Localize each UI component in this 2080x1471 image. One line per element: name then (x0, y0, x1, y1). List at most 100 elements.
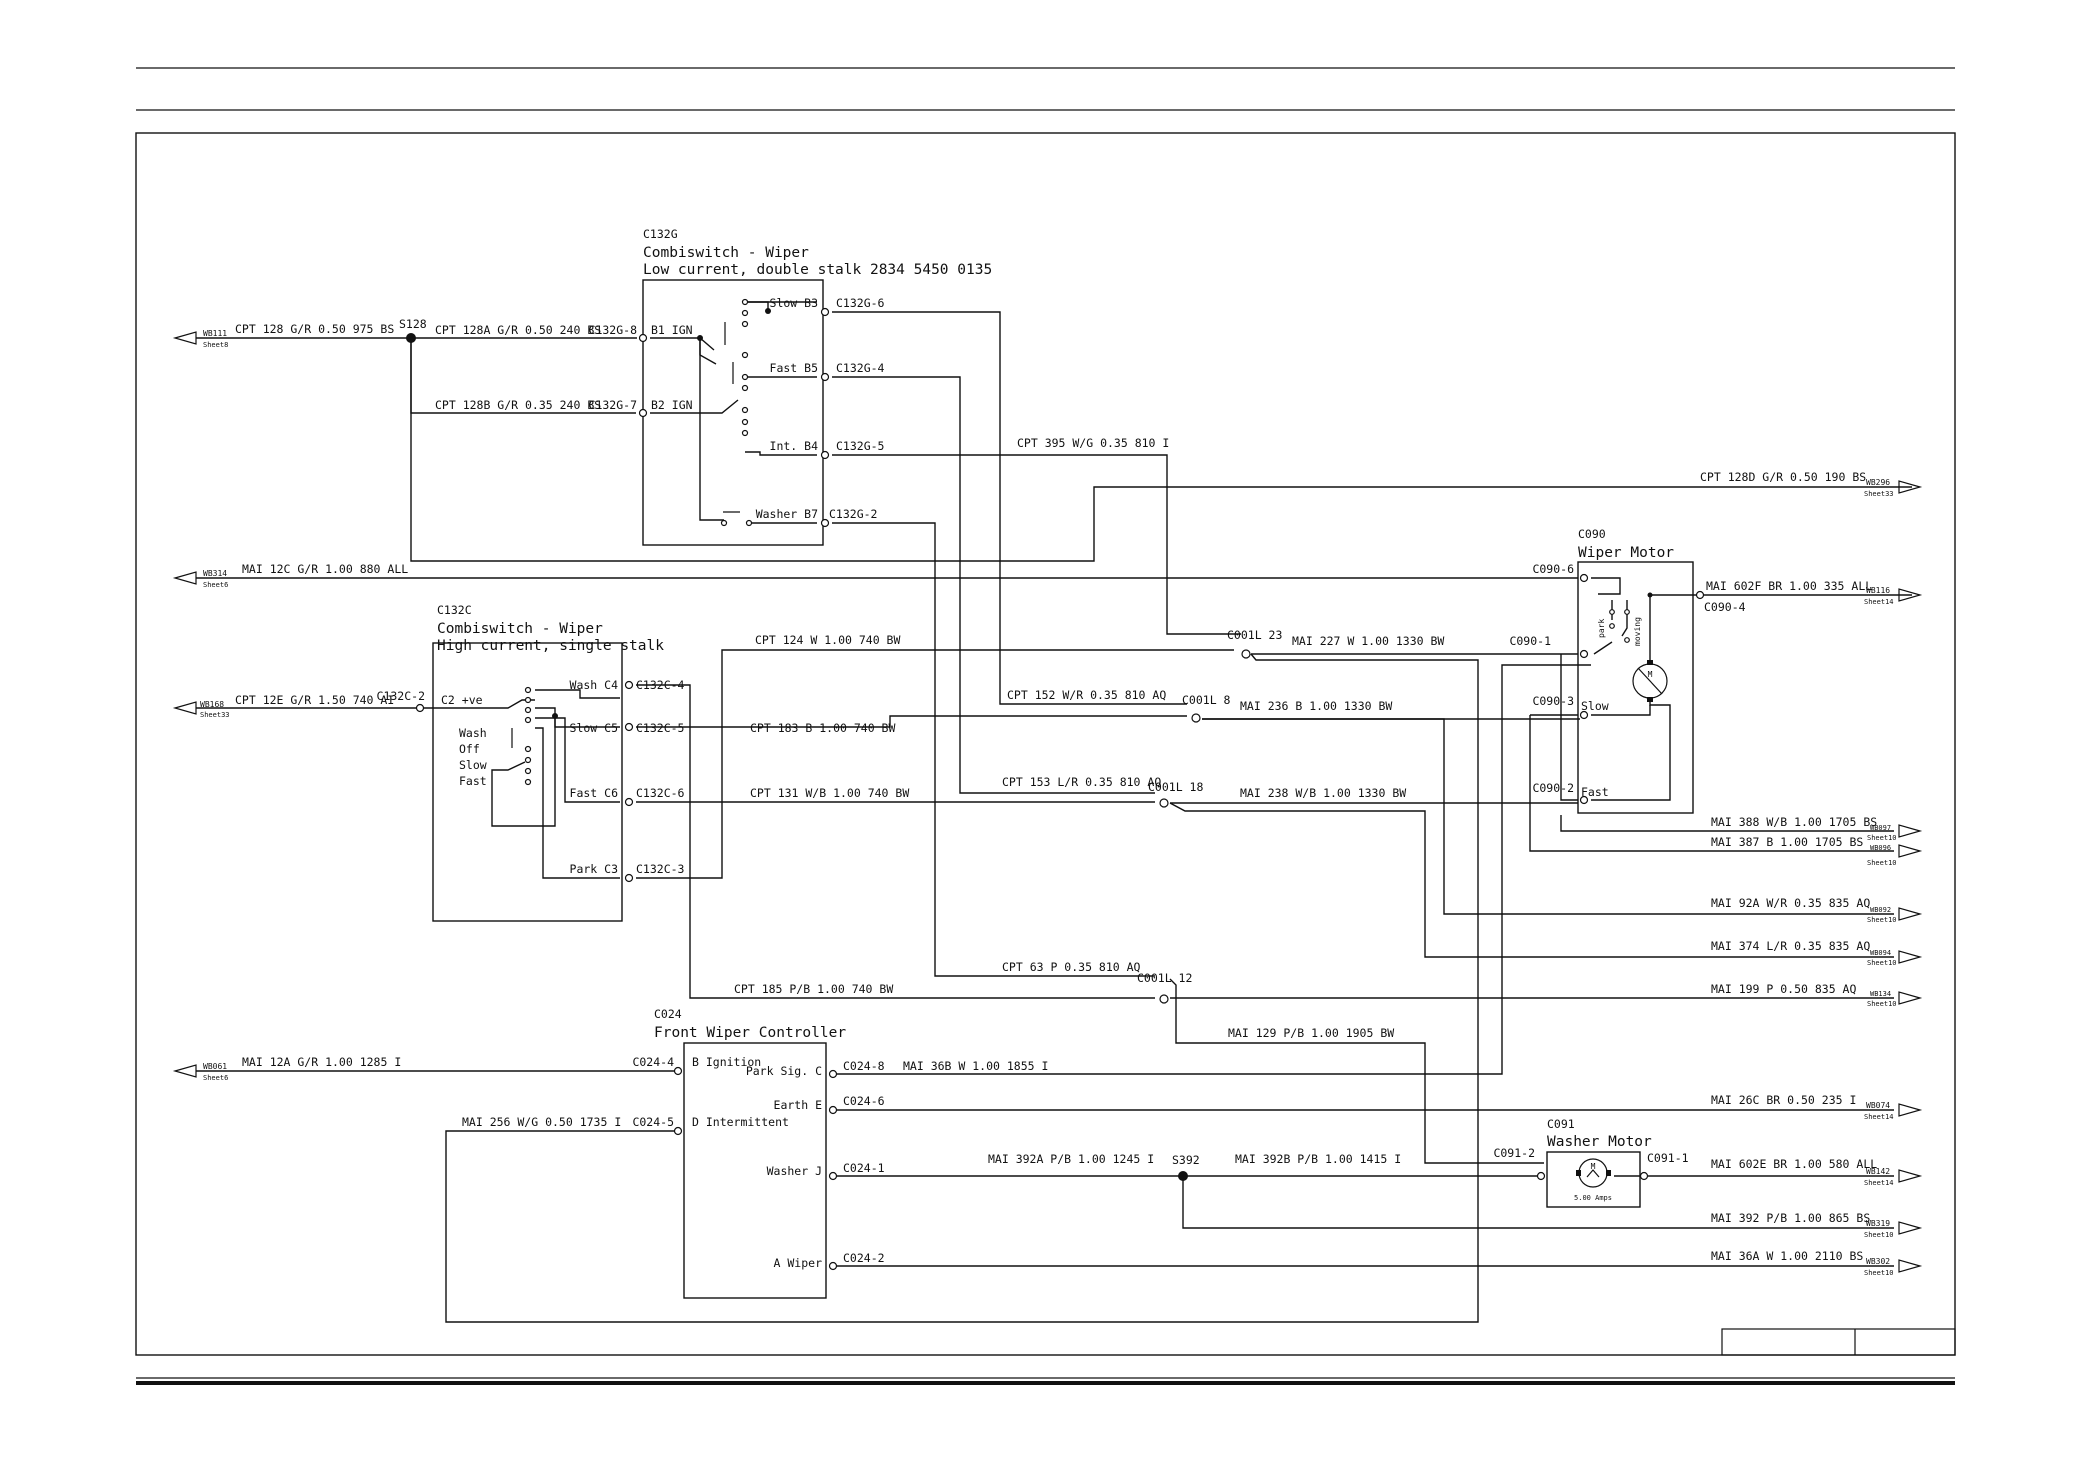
terminals (415, 307, 1705, 1271)
wire-26c: MAI 26C BR 0.50 235 I (1711, 1093, 1856, 1107)
ref-wb061: WB061 (203, 1062, 227, 1071)
ref-wb142-sheet: Sheet14 (1864, 1179, 1894, 1187)
conn-c024-2: C024-2 (843, 1251, 885, 1265)
ref-wb116-sheet: Sheet14 (1864, 598, 1894, 606)
splice-s392 (1178, 1171, 1188, 1181)
wire-183: CPT 183 B 1.00 740 BW (750, 721, 895, 735)
wire-387: MAI 387 B 1.00 1705 BS (1711, 835, 1863, 849)
c132c-switch (432, 642, 623, 922)
c132c-title: Combiswitch - Wiper (437, 621, 603, 637)
wire-12a: MAI 12A G/R 1.00 1285 I (242, 1055, 401, 1069)
ref-wb111-sheet: Sheet8 (203, 341, 228, 349)
offsheet-labels: WB111 Sheet8 WB314 Sheet6 WB168 Sheet33 … (200, 329, 1897, 1277)
c024-pin-e: Earth E (774, 1098, 823, 1112)
c132c-pin-c5: Slow C5 (570, 721, 618, 735)
ref-wb296-sheet: Sheet33 (1864, 490, 1894, 498)
splice-s128-label: S128 (399, 317, 427, 331)
ref-wb302: WB302 (1866, 1257, 1890, 1266)
conn-c024-4: C024-4 (632, 1055, 674, 1069)
page-frame (135, 67, 1956, 1385)
c090-id: C090 (1578, 527, 1606, 541)
c024-pin-d: D Intermittent (692, 1115, 789, 1129)
ref-wb074: WB074 (1866, 1101, 1890, 1110)
ref-wb074-sheet: Sheet14 (1864, 1113, 1894, 1121)
c091-id: C091 (1547, 1117, 1575, 1131)
ref-wb168-sheet: Sheet33 (200, 711, 230, 719)
c024-pin-a: A Wiper (774, 1256, 823, 1270)
ref-wb142: WB142 (1866, 1167, 1890, 1176)
conn-c132g-2: C132G-2 (829, 507, 877, 521)
ref-wb096: WB096 (1870, 844, 1891, 852)
ref-wb302-sheet: Sheet10 (1864, 1269, 1894, 1277)
ref-wb092: WB092 (1870, 906, 1891, 914)
conn-c132c-3: C132C-3 (636, 862, 685, 876)
conn-c001l-18: C001L 18 (1148, 780, 1203, 794)
c132c-pos-off: Off (459, 742, 480, 756)
c132c-pos-slow: Slow (459, 758, 487, 772)
conn-c132g-7: C132G-7 (589, 398, 638, 412)
conn-c090-3: C090-3 (1532, 694, 1574, 708)
c132g-pin-b5: Fast B5 (770, 361, 818, 375)
wire-12c: MAI 12C G/R 1.00 880 ALL (242, 562, 408, 576)
c132g-id: C132G (643, 227, 678, 241)
c132c-pin-c4: Wash C4 (570, 678, 619, 692)
ref-wb319: WB319 (1866, 1219, 1890, 1228)
offsheet-arrows (172, 331, 1923, 1273)
c132g-pin-b3: Slow B3 (770, 296, 819, 310)
c024-title: Front Wiper Controller (654, 1025, 846, 1041)
ref-wb094-sheet: Sheet10 (1867, 959, 1897, 967)
c091-motor-symbol: M (1591, 1162, 1596, 1171)
wire-199: MAI 199 P 0.50 835 AQ (1711, 982, 1856, 996)
ref-wb092-sheet: Sheet10 (1867, 916, 1897, 924)
conn-c001l-12: C001L 12 (1137, 971, 1192, 985)
wire-227: MAI 227 W 1.00 1330 BW (1292, 634, 1444, 648)
c132g-pin-b2: B2 IGN (651, 398, 693, 412)
c132c-subtitle: High current, single stalk (437, 638, 664, 654)
c024-pin-b: B Ignition (692, 1055, 761, 1069)
wire-388: MAI 388 W/B 1.00 1705 BS (1711, 815, 1877, 829)
c132c-id: C132C (437, 603, 472, 617)
conn-c132c-4: C132C-4 (636, 678, 685, 692)
wire-395: CPT 395 W/G 0.35 810 I (1017, 436, 1169, 450)
c132g-pin-b7: Washer B7 (756, 507, 818, 521)
wire-63: CPT 63 P 0.35 810 AQ (1002, 960, 1141, 974)
conn-c024-6: C024-6 (843, 1094, 885, 1108)
wire-92a: MAI 92A W/R 0.35 835 AQ (1711, 896, 1870, 910)
wire-392a: MAI 392A P/B 1.00 1245 I (988, 1152, 1154, 1166)
splice-s128 (406, 333, 416, 343)
conn-c132g-5: C132G-5 (836, 439, 884, 453)
conn-c090-6: C090-6 (1532, 562, 1574, 576)
c090-pin-fast: Fast (1581, 785, 1609, 799)
conn-c132c-6: C132C-6 (636, 786, 685, 800)
wire-128b: CPT 128B G/R 0.35 240 BS (435, 398, 601, 412)
c024-pin-c: Park Sig. C (746, 1064, 822, 1078)
c090-switch-moving: moving (1633, 617, 1642, 646)
ref-wb097-sheet: Sheet10 (1867, 834, 1897, 842)
wire-392b: MAI 392B P/B 1.00 1415 I (1235, 1152, 1401, 1166)
c090-switch-park: park (1597, 619, 1606, 638)
c090-pin-slow: Slow (1581, 699, 1609, 713)
c024-pin-j: Washer J (767, 1164, 822, 1178)
c090-wiper-motor: M (1577, 561, 1694, 814)
c132c-pin-c2: C2 +ve (441, 693, 483, 707)
wire-36a: MAI 36A W 1.00 2110 BS (1711, 1249, 1863, 1263)
ref-wb296: WB296 (1866, 478, 1890, 487)
wire-602e: MAI 602E BR 1.00 580 ALL (1711, 1157, 1877, 1171)
wire-131: CPT 131 W/B 1.00 740 BW (750, 786, 909, 800)
c091-rating: 5.00 Amps (1574, 1194, 1612, 1202)
wire-152: CPT 152 W/R 0.35 810 AQ (1007, 688, 1166, 702)
c132c-pos-fast: Fast (459, 774, 487, 788)
splice-s392-label: S392 (1172, 1153, 1200, 1167)
ref-wb094: WB094 (1870, 949, 1891, 957)
wire-602f: MAI 602F BR 1.00 335 ALL (1706, 579, 1872, 593)
wires (196, 301, 1912, 1323)
c090-motor-symbol: M (1648, 670, 1653, 679)
ref-wb134: WB134 (1870, 990, 1891, 998)
wire-185: CPT 185 P/B 1.00 740 BW (734, 982, 893, 996)
ref-wb319-sheet: Sheet10 (1864, 1231, 1894, 1239)
wire-12e: CPT 12E G/R 1.50 740 AI (235, 693, 394, 707)
wire-128d: CPT 128D G/R 0.50 190 BS (1700, 470, 1866, 484)
wire-374: MAI 374 L/R 0.35 835 AQ (1711, 939, 1870, 953)
wire-129: MAI 129 P/B 1.00 1905 BW (1228, 1026, 1394, 1040)
conn-c132c-2: C132C-2 (377, 689, 425, 703)
